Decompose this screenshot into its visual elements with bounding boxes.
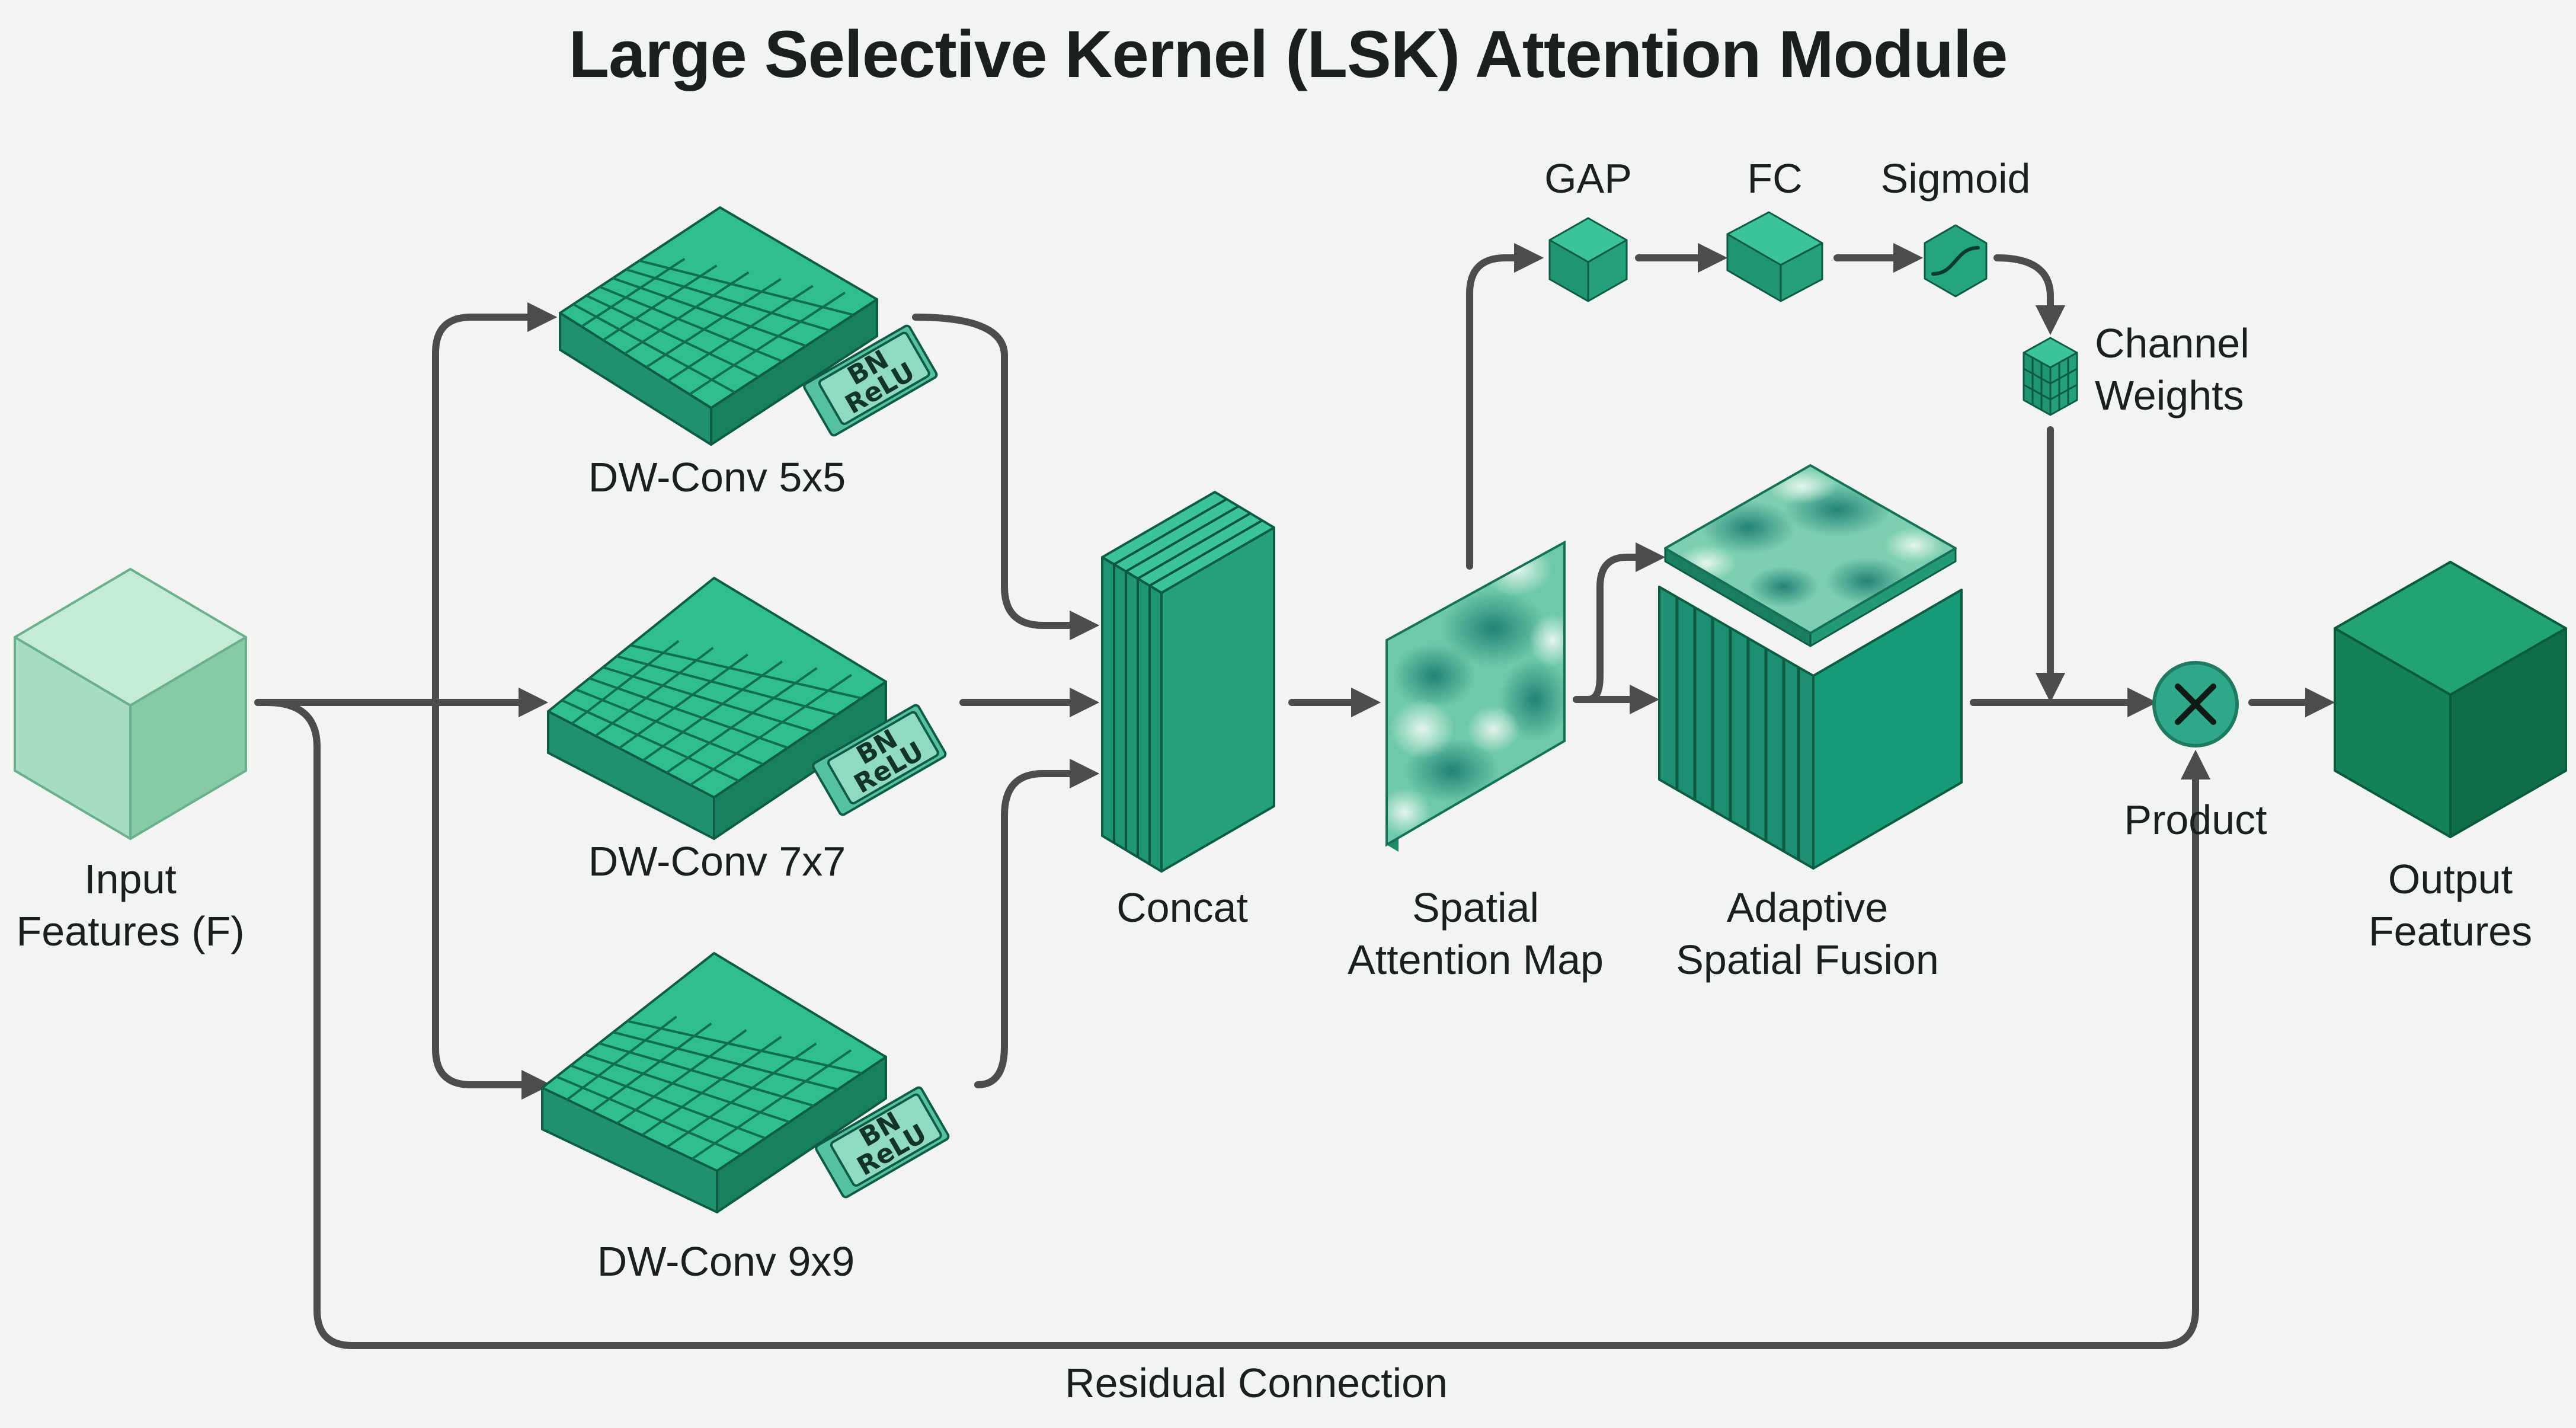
gap-label: GAP (1544, 155, 1632, 202)
slab-grid-line (616, 655, 837, 716)
slab-grid-line (556, 1075, 742, 1156)
slab-grid-line (612, 277, 807, 347)
slab-grid-line (599, 1042, 814, 1107)
slab-grid-line (665, 667, 818, 774)
arrow-to-conv5 (432, 302, 558, 706)
slab-grid-line (689, 673, 852, 786)
sigmoid-label: Sigmoid (1880, 155, 2031, 202)
arrow-to-conv9 (432, 699, 552, 1100)
spatial-label-line1: Spatial (1412, 884, 1540, 931)
slab-grid-line (572, 303, 735, 394)
arrow-map-to-gap (1466, 242, 1544, 570)
slab-grid-line (691, 1049, 852, 1160)
slab-grid-line (645, 278, 782, 369)
slab-grid-line (602, 666, 813, 733)
gap-cube (1548, 217, 1628, 302)
slab-grid-line (588, 677, 788, 749)
slab-grid-line (627, 1020, 862, 1075)
connectors (254, 242, 2335, 1349)
dw-conv-5x5-label: DW-Conv 5x5 (588, 454, 846, 500)
residual-connection-line (263, 699, 2211, 1349)
sigmoid-curve-icon (1931, 246, 1980, 276)
output-label-line2: Features (2368, 908, 2533, 954)
input-label-line1: Input (84, 856, 177, 902)
slab-grid-line (613, 1031, 839, 1091)
output-features-label: Output Features (2311, 854, 2576, 957)
tag-front (827, 711, 939, 804)
slab-grid-line (585, 294, 759, 378)
arrow-map-to-fusion-top (1585, 542, 1666, 703)
channel-weights-cube (2023, 337, 2078, 416)
slab-grid-line (602, 264, 718, 341)
slab-grid-line (618, 653, 748, 749)
slab-top-face (547, 577, 887, 798)
slab-grid-line (625, 268, 830, 332)
slab-grid-line (594, 647, 714, 737)
input-cube (14, 568, 247, 840)
slab-grid-line (616, 1029, 747, 1124)
product-operator (2152, 661, 2239, 747)
slab-grid-line (689, 291, 846, 395)
fusion-label-line2: Spatial Fusion (1676, 936, 1939, 983)
spatial-attention-map-label: Spatial Attention Map (1327, 882, 1624, 986)
input-label-line2: Features (F) (16, 908, 245, 954)
tag-front (818, 331, 930, 425)
slab-grid-line (581, 257, 686, 328)
slab-grid-line (624, 271, 750, 355)
channel-label-line2: Weights (2095, 372, 2244, 419)
slab-grid-line (561, 699, 740, 782)
sigmoid-block (1924, 224, 1988, 298)
channel-label-line1: Channel (2095, 320, 2249, 366)
slab-grid-line (599, 286, 783, 363)
fc-block (1726, 211, 1823, 302)
slab-grid-line (639, 259, 854, 317)
product-label: Product (2124, 797, 2267, 843)
concat-stack (1101, 491, 1275, 873)
slab-grid-line (667, 285, 814, 382)
arrow-sigmoid-to-channel (1993, 254, 2066, 336)
adaptive-spatial-fusion-block (1658, 464, 1963, 870)
diagram-title: Large Selective Kernel (LSK) Attention M… (568, 17, 2008, 91)
adaptive-spatial-fusion-label: Adaptive Spatial Fusion (1653, 882, 1961, 986)
slab-grid-line (630, 644, 862, 699)
channel-weights-label: Channel Weights (2095, 318, 2249, 421)
output-cube (2334, 561, 2567, 838)
slab-grid-line (641, 1036, 782, 1136)
dw-conv-7x7-label: DW-Conv 7x7 (588, 838, 846, 884)
fc-label: FC (1747, 155, 1803, 202)
tag-front (830, 1093, 942, 1187)
arrow-conv9-to-concat (974, 758, 1100, 1088)
residual-connection-label: Residual Connection (1065, 1360, 1448, 1406)
slab-grid-line (571, 640, 680, 725)
slab-grid-line (570, 1064, 766, 1140)
spatial-label-line2: Attention Map (1348, 936, 1604, 983)
multiply-icon (2175, 683, 2216, 725)
output-label-line1: Output (2388, 856, 2513, 902)
spatial-attention-map (1385, 540, 1566, 852)
slab-top-face (559, 206, 878, 409)
slab-grid-line (575, 688, 764, 766)
fusion-label-line1: Adaptive (1726, 884, 1889, 931)
concat-label: Concat (1116, 884, 1248, 931)
arrow-conv5-to-concat (912, 314, 1100, 641)
slab-grid-line (584, 1053, 790, 1123)
slab-grid-line (642, 660, 783, 762)
slab-grid-line (591, 1022, 712, 1113)
slab-grid-line (666, 1042, 817, 1148)
dw-conv-9x9-label: DW-Conv 9x9 (597, 1238, 855, 1285)
slab-grid-line (566, 1015, 677, 1101)
input-features-label: Input Features (F) (0, 854, 261, 957)
